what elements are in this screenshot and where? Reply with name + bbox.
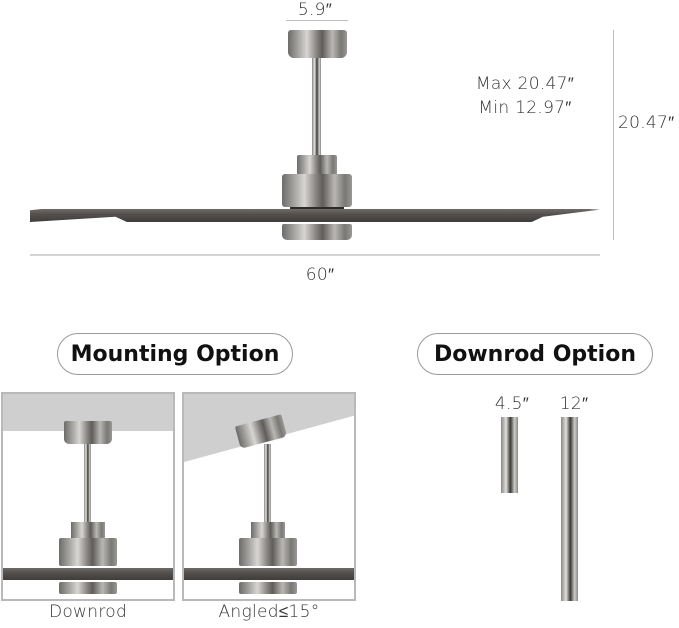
light-kit — [59, 582, 117, 594]
light-kit — [282, 224, 352, 240]
motor-top — [71, 522, 105, 539]
rod-label-short: 4.5″ — [494, 394, 530, 414]
downrod-4-5in — [501, 417, 518, 493]
rod-label-long: 12″ — [559, 394, 589, 414]
canopy — [64, 421, 112, 444]
downrod — [312, 58, 321, 158]
span-label: 60″ — [305, 265, 335, 285]
mounting-panel-downrod — [1, 392, 175, 601]
canopy-width-label: 5.9″ — [297, 0, 333, 20]
light-kit — [239, 582, 297, 594]
height-max-label: Max 20.47″ — [475, 74, 575, 94]
mounting-label-downrod: Downrod — [48, 602, 128, 622]
mounting-panel-angled — [182, 392, 356, 601]
motor-top — [297, 155, 337, 175]
downrod — [84, 444, 91, 524]
total-height-label: 20.47″ — [618, 113, 675, 133]
fan-blades — [184, 568, 354, 580]
motor-top — [251, 522, 285, 539]
height-dimension-line — [613, 30, 614, 240]
mounting-label-angled: Angled≤15° — [218, 602, 320, 622]
fan-blades — [30, 209, 600, 222]
canopy-dimension-line — [286, 20, 348, 21]
canopy — [288, 30, 347, 58]
downrod — [264, 444, 271, 524]
height-min-label: Min 12.97″ — [478, 98, 572, 118]
fan-blades — [3, 568, 173, 580]
mounting-option-title: Mounting Option — [57, 333, 293, 375]
downrod-option-title: Downrod Option — [417, 333, 653, 375]
downrod-12in — [561, 417, 578, 601]
span-dimension-line — [30, 254, 600, 256]
motor-housing — [282, 174, 352, 207]
motor-housing — [239, 538, 297, 566]
height-range: Max 20.47″ Min 12.97″ — [470, 72, 580, 120]
motor-housing — [59, 538, 117, 566]
